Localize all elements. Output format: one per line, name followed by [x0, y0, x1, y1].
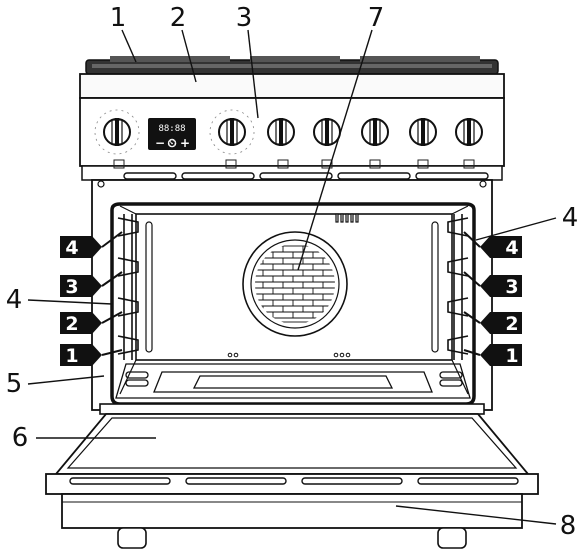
- control-panel-indicators: [113, 159, 475, 169]
- plus-button[interactable]: +: [180, 136, 190, 150]
- vent-slots: [123, 172, 489, 180]
- callout-label: 6: [12, 423, 29, 453]
- cooktop: [85, 56, 499, 75]
- floor-vent-dots: [227, 352, 351, 358]
- callout-label: 8: [560, 511, 577, 541]
- clock-icon[interactable]: ⏲: [167, 136, 176, 150]
- shelf-label-right: 1: [505, 345, 518, 367]
- knob-burner-1[interactable]: [267, 118, 295, 146]
- callout-label: 5: [6, 369, 23, 399]
- top-vent-slots: [335, 213, 359, 223]
- knob-burner-2[interactable]: [313, 118, 341, 146]
- leveling-feet: [117, 527, 467, 549]
- callout-label: 4: [562, 203, 579, 233]
- right-rack-supports: [447, 214, 469, 360]
- knob-thermostat[interactable]: [94, 109, 140, 155]
- storage-drawer[interactable]: [61, 493, 523, 529]
- shelf-label-left: 3: [65, 276, 78, 298]
- minus-button[interactable]: −: [155, 136, 165, 150]
- left-rack-supports: [117, 214, 139, 360]
- door-handle-slots: [69, 477, 519, 485]
- convection-fan: [242, 231, 348, 337]
- oven-floor: [115, 363, 471, 399]
- screw-icon: [97, 180, 105, 188]
- shelf-label-left: 4: [65, 237, 78, 259]
- screw-icon: [479, 180, 487, 188]
- callout-label: 2: [170, 3, 187, 33]
- shelf-badges-right: [463, 231, 522, 366]
- knob-function[interactable]: [209, 109, 255, 155]
- knob-burner-5[interactable]: [455, 118, 483, 146]
- knob-burner-4[interactable]: [409, 118, 437, 146]
- shelf-label-right: 2: [505, 313, 518, 335]
- callout-label: 7: [368, 3, 385, 33]
- shelf-badges-left: [60, 231, 123, 366]
- shelf-label-right: 4: [505, 237, 518, 259]
- callout-leaders: [27, 29, 557, 525]
- callout-label: 4: [6, 285, 23, 315]
- shelf-label-left: 1: [65, 345, 78, 367]
- shelf-label-right: 3: [505, 276, 518, 298]
- callout-label: 1: [110, 3, 127, 33]
- clock-display-panel: 88:88: [148, 118, 196, 150]
- callout-label: 3: [236, 3, 253, 33]
- shelf-label-left: 2: [65, 313, 78, 335]
- knob-burner-3[interactable]: [361, 118, 389, 146]
- display-readout: 88:88: [158, 124, 185, 134]
- oven-door[interactable]: [45, 403, 539, 495]
